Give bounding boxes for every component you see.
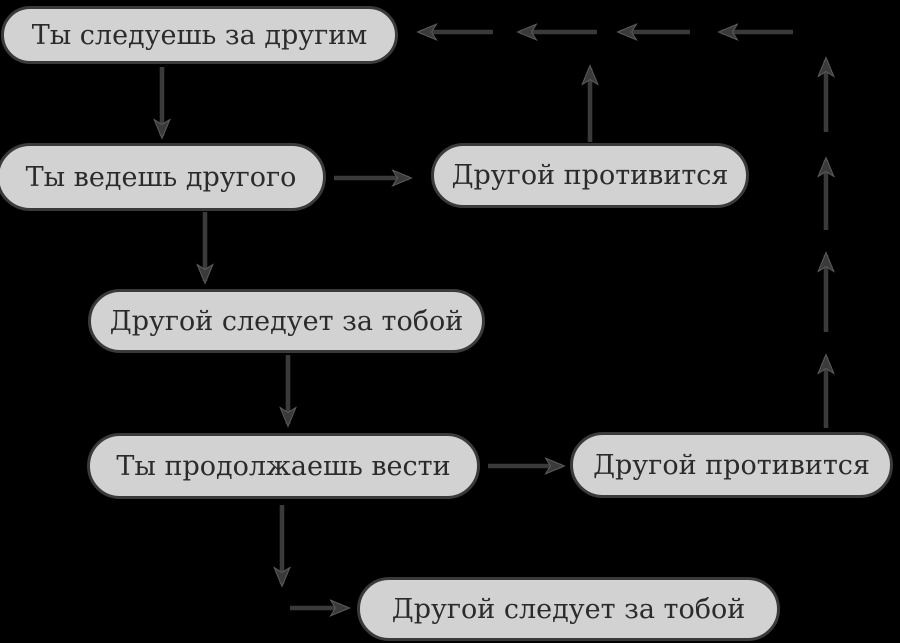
node-label: Ты ведешь другого bbox=[25, 161, 297, 193]
node-other-follows-you-1: Другой следует за тобой bbox=[88, 289, 485, 353]
node-label: Другой следует за тобой bbox=[109, 305, 464, 337]
node-label: Ты следуешь за другим bbox=[31, 19, 368, 51]
node-label: Другой противится bbox=[451, 160, 729, 191]
node-you-continue-leading: Ты продолжаешь вести bbox=[87, 433, 480, 499]
node-label: Другой следует за тобой bbox=[391, 593, 746, 625]
node-label: Ты продолжаешь вести bbox=[116, 450, 451, 482]
node-other-resists-1: Другой противится bbox=[431, 143, 749, 208]
node-you-lead-other: Ты ведешь другого bbox=[0, 143, 326, 211]
node-other-follows-you-2: Другой следует за тобой bbox=[357, 577, 780, 641]
node-other-resists-2: Другой противится bbox=[570, 432, 893, 498]
node-label: Другой противится bbox=[593, 449, 870, 481]
node-you-follow-other: Ты следуешь за другим bbox=[1, 6, 398, 64]
